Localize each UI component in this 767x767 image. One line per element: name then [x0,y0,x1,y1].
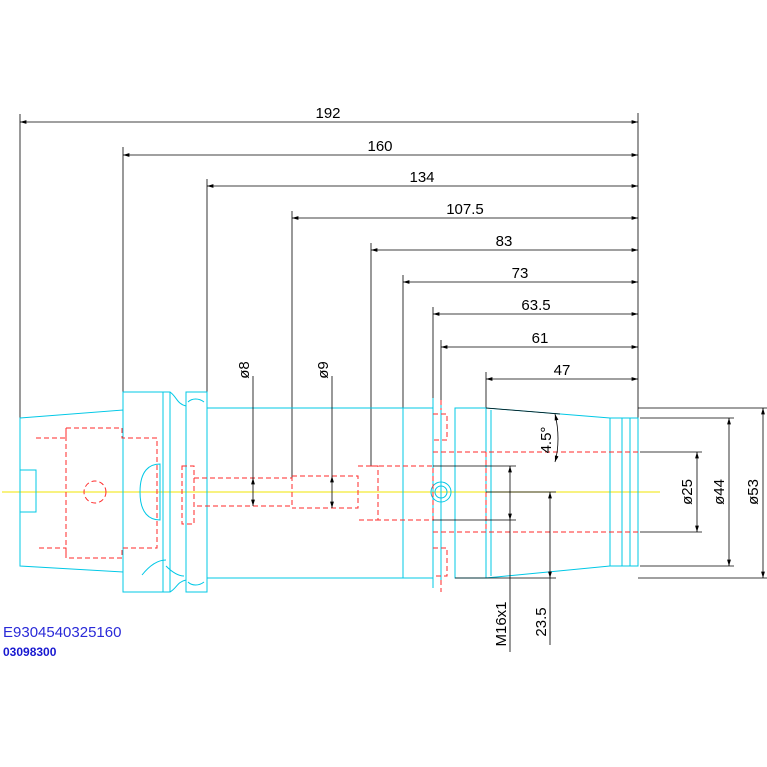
part-number: E9304540325160 [3,624,122,641]
dim-107-5-label: 107.5 [446,201,484,218]
dim-dia53-label: ø53 [745,479,762,505]
dim-dia44-label: ø44 [711,479,728,505]
dim-angle-label: 4.5° [538,427,555,454]
dim-dia9-label: ø9 [315,361,332,379]
dim-134-label: 134 [409,169,434,186]
dim-23-5-label: 23.5 [533,607,550,636]
tool-holder-outline [19,391,639,593]
vertical-dimensions: ø8 ø9 ø25 ø44 ø53 4.5° M16x1 [236,361,767,652]
dim-thread-label: M16x1 [493,601,510,646]
article-number: 03098300 [3,645,57,659]
dim-83-label: 83 [496,233,513,250]
dim-61-label: 61 [532,330,549,347]
horizontal-dimensions: 192 160 134 107.5 83 73 63.5 61 47 [19,105,639,478]
dim-160-label: 160 [367,138,392,155]
hidden-features [36,400,640,592]
dim-192-label: 192 [315,105,340,122]
dim-73-label: 73 [512,265,529,282]
dim-dia8-label: ø8 [236,361,253,379]
dim-dia25-label: ø25 [679,479,696,505]
dim-63-5-label: 63.5 [521,297,550,314]
dim-angle-arc [554,413,559,463]
dim-47-label: 47 [554,362,571,379]
